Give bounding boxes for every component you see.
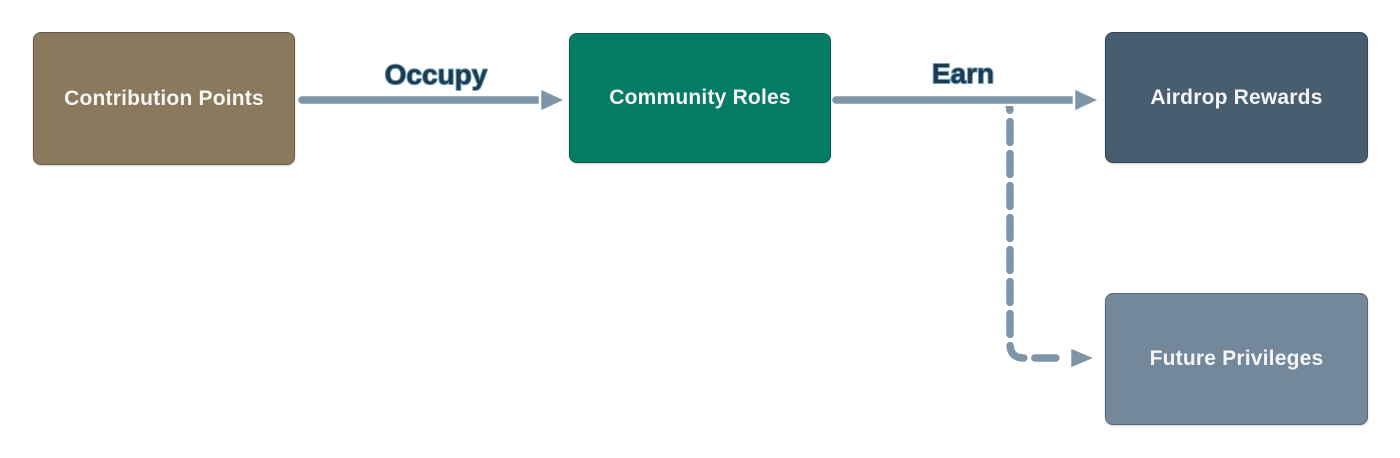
node-label-community-roles: Community Roles: [609, 86, 791, 109]
node-label-contribution-points: Contribution Points: [64, 86, 264, 110]
edge-earn-to-future-privileges: [1001, 95, 1098, 371]
node-label-future-privileges: Future Privileges: [1149, 347, 1324, 370]
edge-label-earn: Earn: [932, 58, 994, 89]
node-community-roles: Community Roles: [569, 33, 831, 163]
dashed-edge-outline: [1001, 95, 1066, 364]
arrowhead-icon: [538, 86, 568, 114]
edge-label-occupy: Occupy: [385, 59, 488, 90]
edge-community-roles-to-airdrop-rewards: [830, 86, 1102, 114]
arrowhead-icon: [1068, 345, 1098, 371]
node-airdrop-rewards: Airdrop Rewards: [1105, 32, 1368, 163]
dashed-edge-line: [1003, 97, 1064, 362]
node-contribution-points: Contribution Points: [33, 32, 295, 165]
edge-contribution-points-to-community-roles: [296, 86, 568, 114]
node-label-airdrop-rewards: Airdrop Rewards: [1150, 85, 1323, 109]
arrowhead-icon: [1072, 86, 1102, 114]
node-future-privileges: Future Privileges: [1105, 293, 1368, 425]
